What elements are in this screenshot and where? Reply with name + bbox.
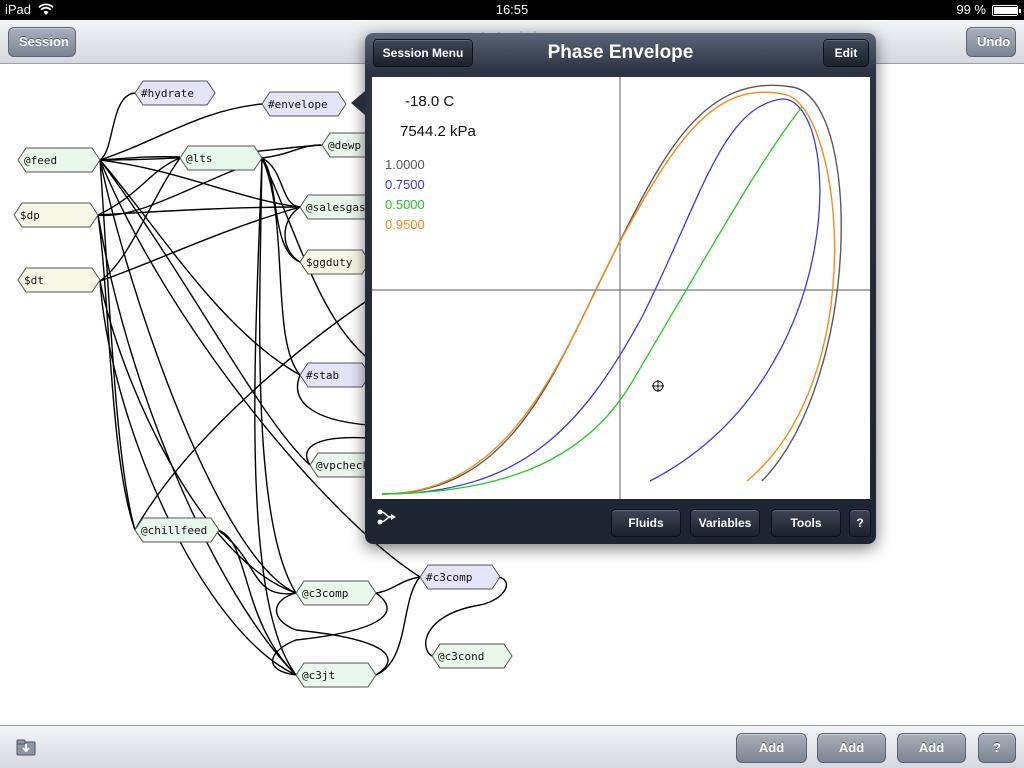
cursor-marker[interactable] — [652, 380, 664, 392]
graph-node-vpcheck[interactable]: @vpcheck — [309, 452, 381, 478]
session-menu-button[interactable]: Session Menu — [373, 39, 473, 67]
graph-node-label: @lts — [186, 152, 213, 165]
phase-envelope-popover: Phase Envelope Session Menu Edit -18.0 C… — [351, 33, 876, 544]
graph-node-label: @salesgas — [306, 201, 366, 214]
graph-node-feed[interactable]: @feed — [17, 147, 101, 173]
temperature-readout: -18.0 C — [405, 93, 455, 110]
flowsheet-icon[interactable] — [375, 508, 397, 526]
graph-connections — [97, 92, 508, 676]
popover-arrow — [351, 91, 365, 115]
graph-node-chillfeed[interactable]: @chillfeed — [134, 517, 220, 543]
graph-node-dp[interactable]: $dp — [13, 202, 99, 228]
envelope-curve-075 — [381, 98, 821, 495]
flow-graph-canvas[interactable]: #hydrate #envelope @feed @lts @dewp $dp @sales… — [0, 65, 1024, 722]
battery-icon — [992, 5, 1021, 16]
import-icon[interactable] — [16, 738, 36, 756]
graph-node-label: @c3comp — [302, 587, 348, 600]
graph-node-label: @vpcheck — [316, 459, 369, 472]
tools-button[interactable]: Tools — [771, 509, 841, 537]
graph-node-label: @dewp — [328, 139, 361, 152]
legend-item-095: 0.9500 — [385, 217, 425, 232]
popover-title: Phase Envelope — [547, 42, 694, 63]
graph-node-envelope[interactable]: #envelope — [261, 91, 347, 117]
popover-help-button[interactable]: ? — [849, 509, 871, 537]
graph-node-c3comp[interactable]: @c3comp — [295, 580, 377, 606]
graph-node-c3cond[interactable]: @c3cond — [431, 643, 513, 669]
graph-node-label: #c3comp — [426, 571, 472, 584]
fluids-button[interactable]: Fluids — [611, 509, 681, 537]
graph-node-label: #envelope — [268, 98, 328, 111]
graph-node-lts[interactable]: @lts — [179, 145, 263, 171]
legend-item-075: 0.7500 — [385, 177, 425, 192]
bottom-toolbar: Add Fluid Add Var Add Tool ? — [0, 725, 1024, 768]
session-button[interactable]: Session — [8, 27, 76, 57]
legend-item-1: 1.0000 — [385, 157, 425, 172]
graph-node-label: $dt — [24, 274, 44, 287]
graph-node-stab[interactable]: #stab — [299, 362, 371, 388]
graph-node-label: #stab — [306, 369, 339, 382]
pressure-readout: 7544.2 kPa — [400, 123, 476, 140]
phase-envelope-chart — [372, 77, 870, 499]
phase-envelope-plot[interactable]: -18.0 C 7544.2 kPa 1.0000 0.7500 0.5000 … — [372, 77, 870, 499]
battery-percent: 99 % — [956, 2, 986, 17]
graph-node-dt[interactable]: $dt — [17, 267, 101, 293]
add-tool-button[interactable]: Add Tool — [897, 733, 966, 763]
edit-button[interactable]: Edit — [823, 39, 869, 67]
graph-node-label: @c3cond — [438, 650, 484, 663]
session-menu-label: Session Menu — [382, 46, 464, 60]
graph-node-ggduty[interactable]: $ggduty — [299, 249, 371, 275]
device-name: iPad — [5, 2, 32, 17]
graph-node-c3jt[interactable]: @c3jt — [295, 662, 377, 688]
variables-button[interactable]: Variables — [690, 509, 760, 537]
wifi-icon — [38, 3, 54, 15]
envelope-curve-050 — [381, 106, 803, 495]
envelope-curve-095 — [381, 91, 836, 495]
graph-node-label: $dp — [20, 209, 40, 222]
legend-item-050: 0.5000 — [385, 197, 425, 212]
graph-node-label: #hydrate — [141, 87, 194, 100]
envelope-curve-1 — [381, 84, 842, 495]
add-fluid-button[interactable]: Add Fluid — [736, 733, 807, 763]
add-var-button[interactable]: Add Var — [817, 733, 886, 763]
graph-node-label: @c3jt — [302, 669, 335, 682]
graph-node-hydrate[interactable]: #hydrate — [134, 80, 216, 106]
status-bar: iPad 16:55 99 % — [0, 0, 1024, 20]
graph-node-label: $ggduty — [306, 256, 353, 269]
undo-button[interactable]: Undo — [966, 27, 1016, 57]
clock: 16:55 — [495, 2, 529, 17]
graph-node-c3comp[interactable]: #c3comp — [419, 564, 501, 590]
graph-node-label: @feed — [24, 154, 57, 167]
graph-node-label: @chillfeed — [141, 524, 207, 537]
help-button[interactable]: ? — [978, 733, 1016, 763]
